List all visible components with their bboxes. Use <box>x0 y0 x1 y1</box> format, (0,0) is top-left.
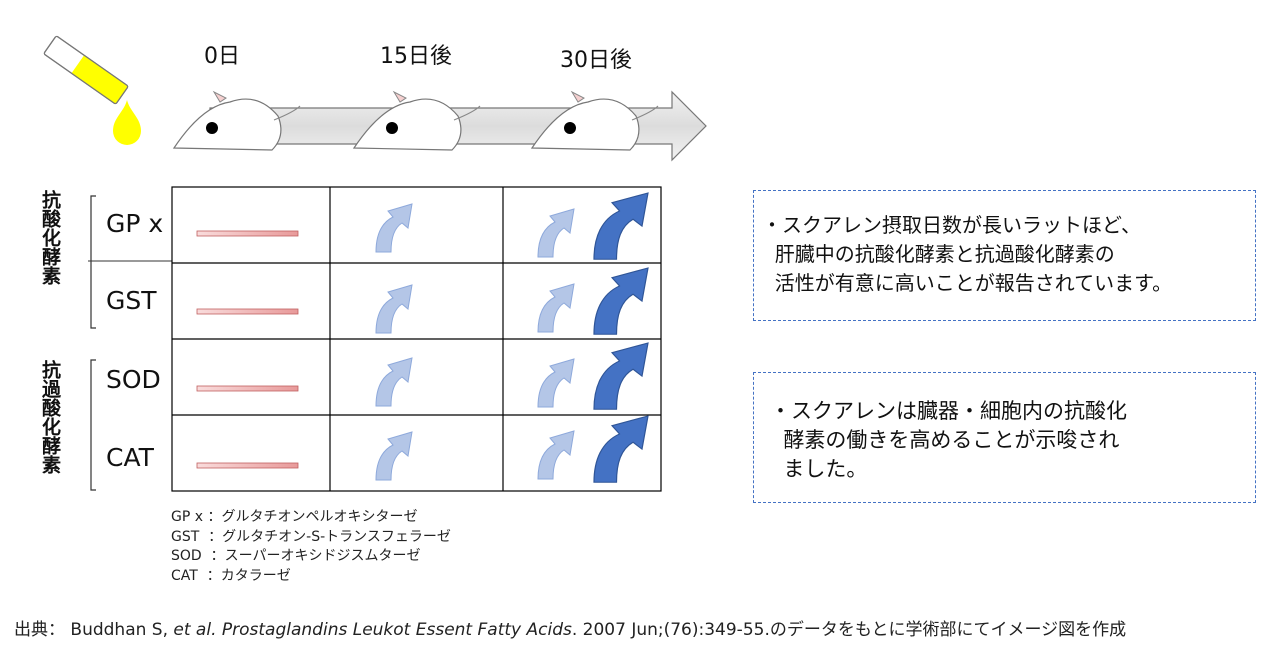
up-arrow-dark-gpx-30 <box>593 192 649 260</box>
source-prefix: 出典： Buddhan S, <box>14 620 168 640</box>
source-etal: et al. <box>173 620 217 640</box>
rat-icon-day15 <box>352 90 481 151</box>
enzyme-label-cat: CAT <box>106 443 154 472</box>
abbreviation-list: GP x ：グルタチオンペルオキシターゼ GST ：グルタチオン-S-トランスフ… <box>171 508 451 586</box>
timeline-graphic <box>43 35 707 162</box>
enzyme-label-sod: SOD <box>106 365 161 394</box>
up-arrow-light-sod-30 <box>537 358 575 408</box>
enzyme-table <box>171 186 662 492</box>
baseline-bar-sod <box>196 385 299 392</box>
day-label-0: 0日 <box>204 44 240 69</box>
abbreviation-sod: SOD ：スーパーオキシドジスムターゼ <box>171 548 421 564</box>
source-journal: Prostaglandins Leukot Essent Fatty Acids <box>221 620 572 640</box>
group-divider <box>88 260 172 262</box>
baseline-bar-cat <box>196 462 299 469</box>
source-suffix: . 2007 Jun;(76):349-55.のデータをもとに学術部にてイメージ… <box>571 620 1127 640</box>
abbreviation-gst: GST ：グルタチオン-S-トランスフェラーゼ <box>171 528 451 545</box>
enzyme-label-gpx: GP x <box>106 209 164 238</box>
up-arrow-light-cat-15 <box>375 431 413 481</box>
baseline-bar-gpx <box>196 230 299 237</box>
up-arrow-dark-cat-30 <box>593 415 649 483</box>
day-label-15: 15日後 <box>380 44 452 69</box>
abbreviation-cat: CAT ：カタラーゼ <box>171 567 291 584</box>
rat-icon-day30 <box>530 90 659 151</box>
up-arrow-light-gst-30 <box>537 283 575 333</box>
group-label-antioxidant: 抗酸化酵素 <box>39 190 61 285</box>
up-arrow-light-gpx-15 <box>375 203 413 253</box>
day-label-30: 30日後 <box>560 48 632 73</box>
up-arrow-light-gpx-30 <box>537 208 575 258</box>
abbreviation-gpx: GP x ：グルタチオンペルオキシターゼ <box>171 509 418 525</box>
source-citation: 出典： Buddhan S, et al. Prostaglandins Leu… <box>14 615 1126 640</box>
up-arrow-dark-gst-30 <box>593 267 649 335</box>
note-box-1: ・スクアレン摂取日数が長いラットほど、 肝臓中の抗酸化酵素と抗過酸化酵素の 活性… <box>753 190 1256 321</box>
group-label-anti-peroxide: 抗過酸化酵素 <box>39 360 61 474</box>
up-arrow-light-cat-30 <box>537 430 575 480</box>
up-arrow-light-gst-15 <box>375 284 413 334</box>
group-brackets <box>90 195 96 491</box>
enzyme-label-gst: GST <box>106 286 157 315</box>
rat-icon-day0 <box>172 90 301 151</box>
up-arrow-light-sod-15 <box>375 357 413 407</box>
note-box-2: ・スクアレンは臓器・細胞内の抗酸化 酵素の働きを高めることが示唆され ました。 <box>753 372 1256 503</box>
dropper-icon <box>43 35 141 145</box>
up-arrow-dark-sod-30 <box>593 342 649 410</box>
baseline-bar-gst <box>196 308 299 315</box>
